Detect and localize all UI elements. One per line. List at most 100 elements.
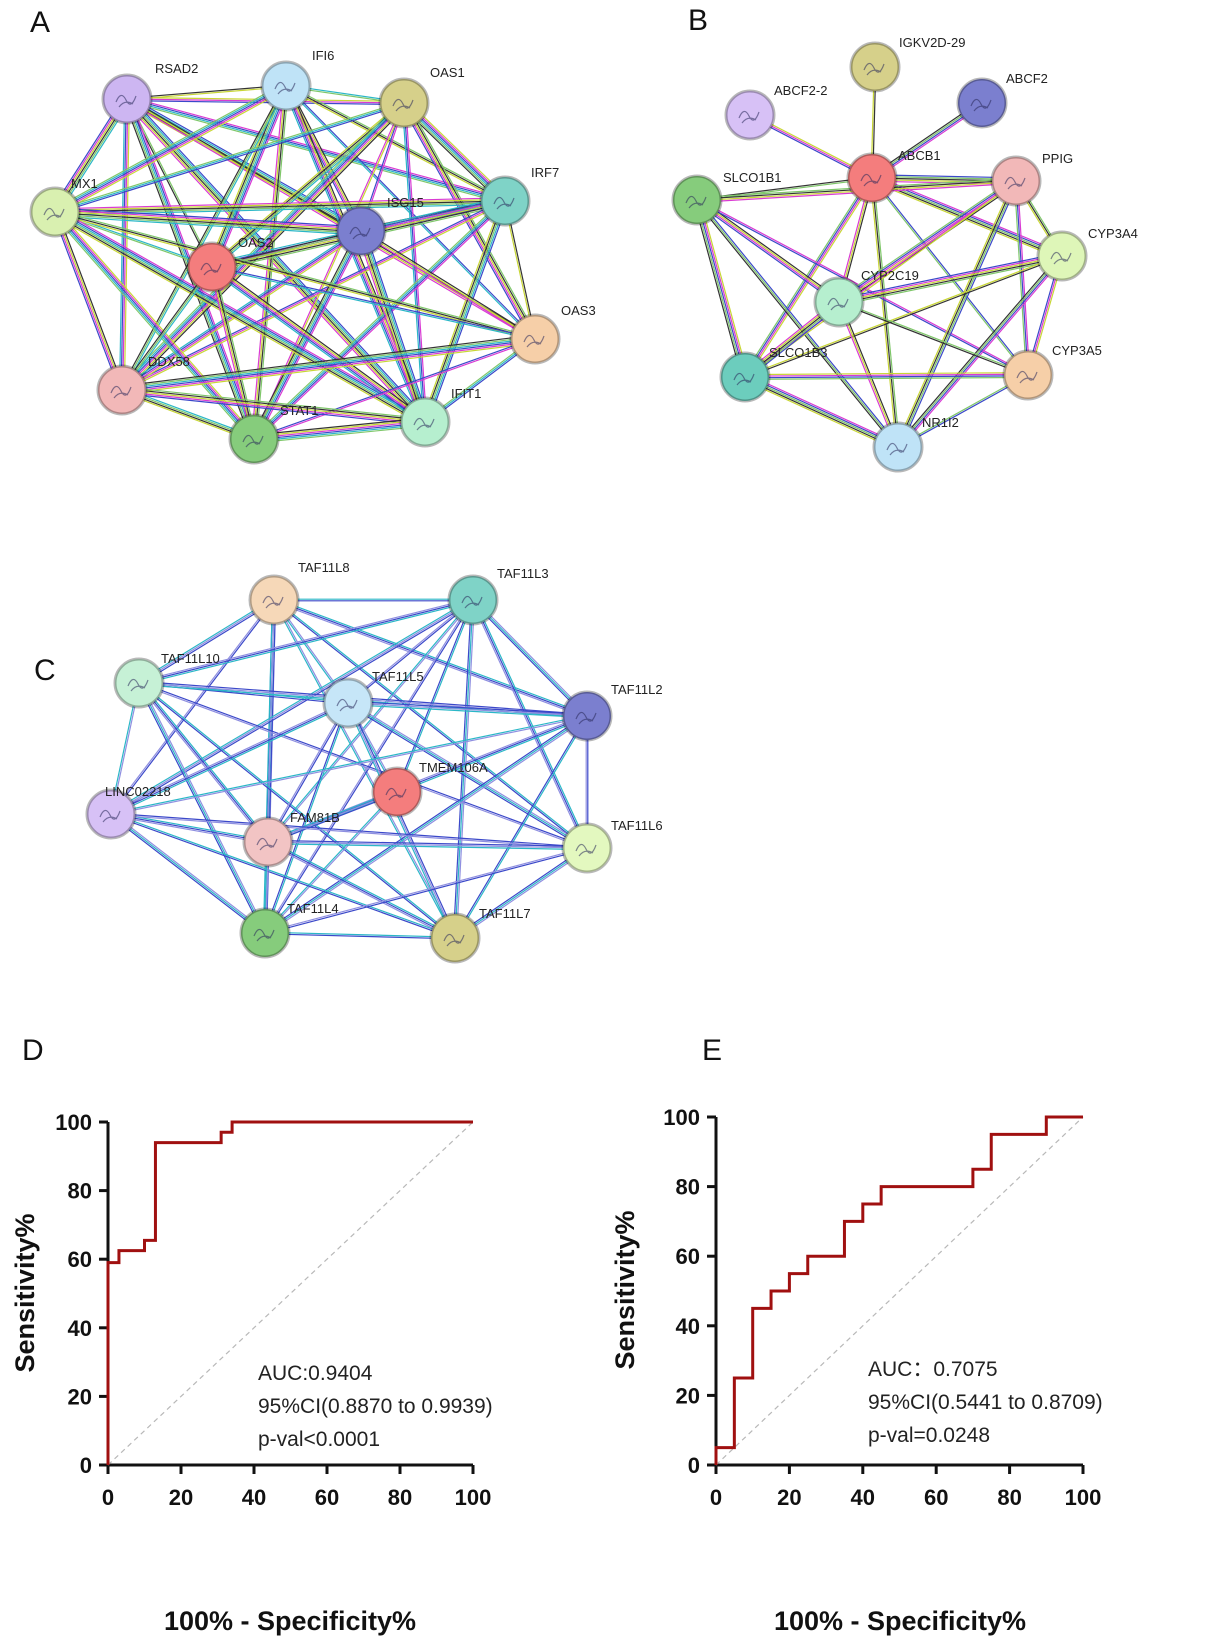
node-taf11l2[interactable] xyxy=(561,690,613,742)
node-nr1i2[interactable] xyxy=(872,421,924,473)
network-edge xyxy=(347,702,456,939)
network-edge xyxy=(211,267,535,341)
protein-structure-icon xyxy=(274,81,296,95)
network-edge xyxy=(122,342,536,395)
network-edge xyxy=(54,212,425,424)
network-edge xyxy=(54,100,404,212)
network-edge xyxy=(896,180,1016,447)
network-edge xyxy=(871,177,899,448)
network-edge xyxy=(139,600,276,685)
node-taf11l3[interactable] xyxy=(447,574,499,626)
network-edge xyxy=(897,373,1028,447)
protein-structure-icon xyxy=(1050,251,1072,265)
node-stat1[interactable] xyxy=(228,413,280,465)
network-edge xyxy=(210,85,286,267)
network-edge xyxy=(121,389,426,423)
network-edge xyxy=(123,99,252,441)
protein-structure-icon xyxy=(461,595,483,609)
network-edge xyxy=(138,682,266,934)
node-oas3[interactable] xyxy=(509,313,561,365)
network-edge xyxy=(121,390,425,425)
node-cyp2c19[interactable] xyxy=(813,276,865,328)
network-edge xyxy=(137,683,265,934)
node-rsad2[interactable] xyxy=(101,73,153,125)
network-edge xyxy=(129,95,429,420)
network-edge xyxy=(745,374,899,447)
node-label-nr1i2: NR1I2 xyxy=(922,415,959,430)
network-edge xyxy=(209,267,253,440)
network-edge xyxy=(254,423,426,442)
auc-annotation: AUC：0.7075 xyxy=(868,1358,998,1381)
node-ddx58[interactable] xyxy=(96,364,148,416)
node-isg15[interactable] xyxy=(335,205,387,257)
node-irf7[interactable] xyxy=(479,175,531,227)
network-edge xyxy=(213,86,289,269)
network-edge xyxy=(137,683,268,844)
network-edge xyxy=(348,701,589,848)
node-slco1b1[interactable] xyxy=(671,174,723,226)
node-abcf2-2[interactable] xyxy=(724,89,776,141)
node-abcb1[interactable] xyxy=(846,152,898,204)
network-edge xyxy=(122,387,426,422)
network-edge xyxy=(121,334,535,387)
network-edge xyxy=(837,179,1016,302)
protein-structure-icon xyxy=(685,195,707,209)
node-mx1[interactable] xyxy=(29,186,81,238)
network-edge xyxy=(209,269,424,426)
node-abcf2[interactable] xyxy=(956,77,1008,129)
node-cyp3a4[interactable] xyxy=(1036,230,1088,282)
node-fam81b[interactable] xyxy=(242,816,294,868)
network-edge xyxy=(127,98,427,422)
pval-annotation: p-val=0.0248 xyxy=(868,1424,990,1447)
network-edge xyxy=(697,198,900,447)
network-edge xyxy=(53,213,425,425)
node-taf11l4[interactable] xyxy=(239,907,291,959)
node-label-ddx58: DDX58 xyxy=(148,354,190,369)
network-edge xyxy=(120,98,127,390)
x-tick-label: 60 xyxy=(924,1485,948,1510)
node-taf11l7[interactable] xyxy=(429,912,481,964)
x-tick-label: 80 xyxy=(997,1485,1021,1510)
node-ifi6[interactable] xyxy=(260,60,312,112)
network-edge xyxy=(265,716,589,935)
network-edge xyxy=(126,84,286,99)
reference-diagonal xyxy=(107,1121,474,1466)
node-igkv2d-29[interactable] xyxy=(849,41,901,93)
node-cyp3a5[interactable] xyxy=(1002,349,1054,401)
node-tmem106a[interactable] xyxy=(371,766,423,818)
network-edge xyxy=(120,84,286,390)
node-taf11l10[interactable] xyxy=(113,657,165,709)
network-edge xyxy=(473,598,589,716)
node-label-cyp2c19: CYP2C19 xyxy=(861,268,919,283)
network-edge xyxy=(838,301,899,448)
network-edge xyxy=(126,99,404,106)
network-edge xyxy=(55,209,362,230)
x-tick-label: 100 xyxy=(455,1485,492,1510)
network-edge xyxy=(697,199,748,377)
node-oas1[interactable] xyxy=(378,77,430,129)
node-taf11l5[interactable] xyxy=(322,677,374,729)
node-taf11l8[interactable] xyxy=(248,574,300,626)
network-edge xyxy=(346,703,587,850)
network-edge xyxy=(254,339,536,441)
node-ifit1[interactable] xyxy=(399,396,451,448)
node-slco1b3[interactable] xyxy=(719,351,771,403)
network-edge xyxy=(838,255,1063,303)
network-edge xyxy=(213,263,428,420)
node-label-slco1b1: SLCO1B1 xyxy=(723,170,782,185)
node-label-abcf2: ABCF2 xyxy=(1006,71,1048,86)
node-oas2[interactable] xyxy=(186,241,238,293)
network-edge xyxy=(55,209,427,421)
network-edge xyxy=(422,200,505,422)
network-edge xyxy=(347,703,587,719)
network-edge xyxy=(263,791,397,933)
y-tick-label: 60 xyxy=(676,1244,700,1269)
node-taf11l6[interactable] xyxy=(561,822,613,874)
node-label-cyp3a5: CYP3A5 xyxy=(1052,343,1102,358)
protein-structure-icon xyxy=(336,698,358,712)
network-edge xyxy=(54,197,505,210)
protein-structure-icon xyxy=(127,678,149,692)
node-ppig[interactable] xyxy=(990,155,1042,207)
node-linc02218[interactable] xyxy=(85,788,137,840)
